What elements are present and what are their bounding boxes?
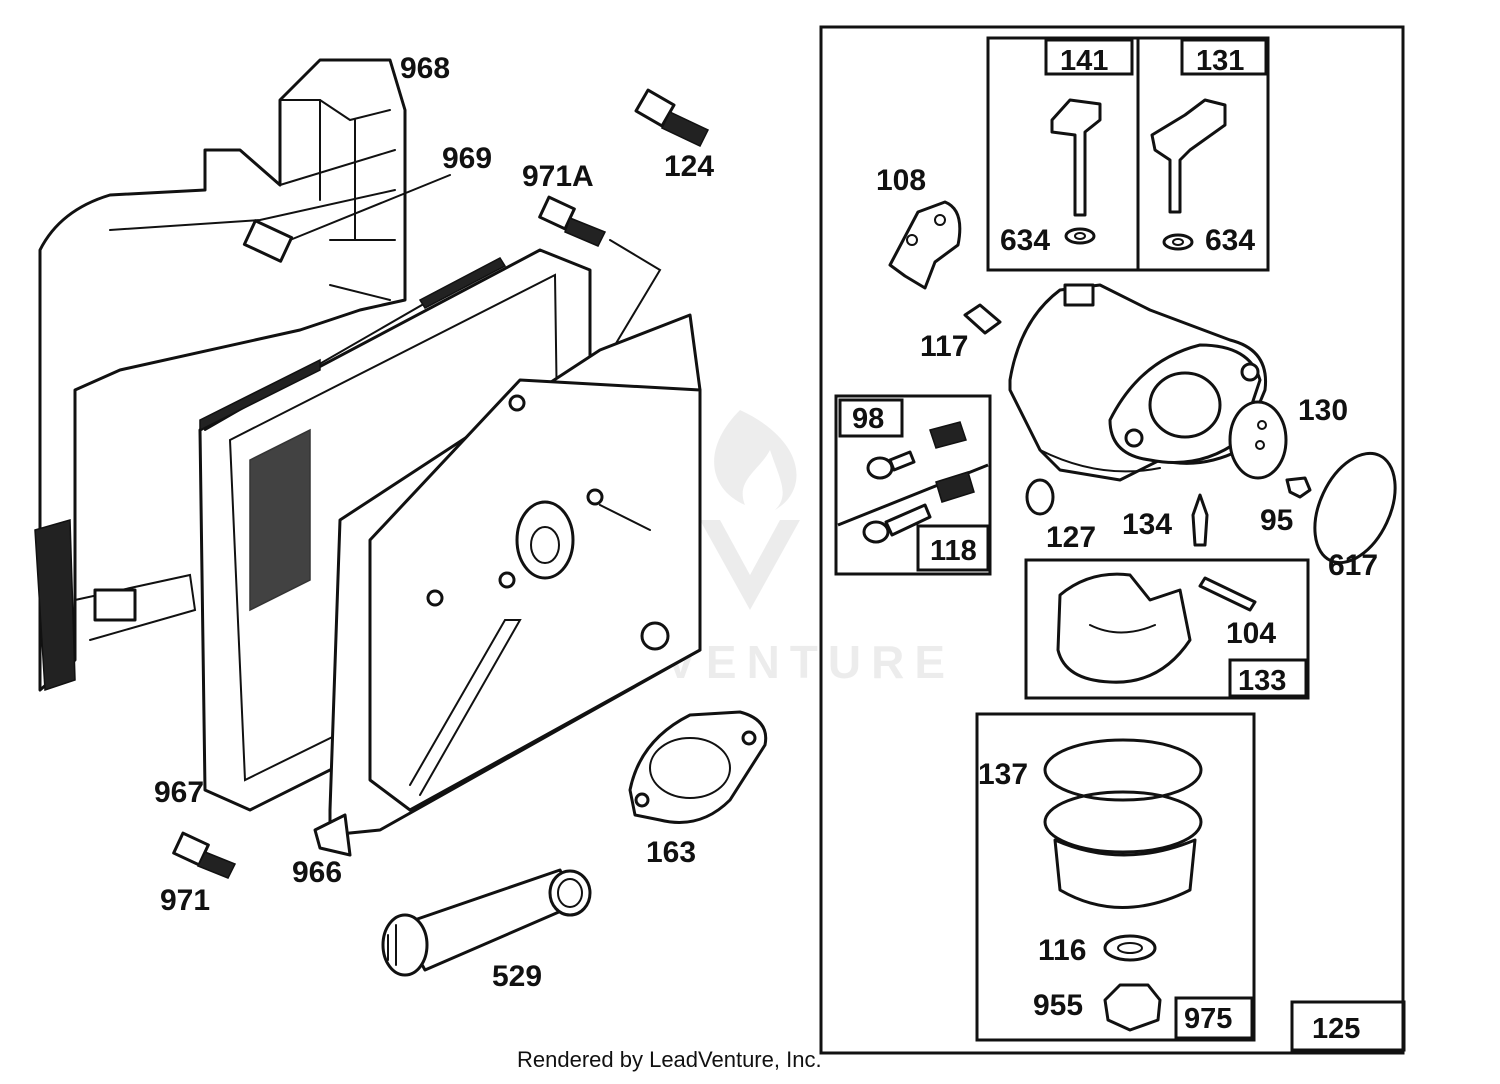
- stud-969: [242, 174, 451, 263]
- air-cleaner-cover-966: [313, 313, 702, 857]
- label-95: 95: [1260, 504, 1293, 537]
- label-108: 108: [876, 164, 926, 197]
- gasket-163: [628, 710, 768, 824]
- label-124: 124: [664, 150, 714, 183]
- throttle-plate-108: [888, 200, 962, 290]
- label-955: 955: [1033, 989, 1083, 1022]
- label-529: 529: [492, 960, 542, 993]
- plate-130: [1228, 400, 1288, 480]
- label-125: 125: [1312, 1013, 1360, 1045]
- label-969: 969: [442, 142, 492, 175]
- screw-124: [634, 88, 710, 147]
- float-bowl-box: [975, 712, 1256, 1042]
- label-134: 134: [1122, 508, 1172, 541]
- label-971a: 971A: [522, 160, 594, 193]
- label-117: 117: [920, 330, 968, 363]
- screw-118: [862, 471, 975, 544]
- label-971: 971: [160, 884, 210, 917]
- screw-98: [866, 421, 967, 480]
- label-163: 163: [646, 836, 696, 869]
- carburetor-panel-frame: [819, 25, 1405, 1055]
- label-975: 975: [1184, 1003, 1232, 1035]
- air-cleaner-base-968: [34, 58, 407, 692]
- screw-971: [172, 831, 237, 879]
- plug-127: [1025, 478, 1055, 516]
- float-assembly-box: [1024, 558, 1310, 700]
- label-141: 141: [1060, 45, 1108, 77]
- footer-credit: Rendered by LeadVenture, Inc.: [517, 1047, 822, 1072]
- fuel-needle-141: [1050, 98, 1102, 245]
- fuel-needle-131: [1150, 98, 1227, 251]
- label-104: 104: [1226, 617, 1276, 650]
- oring-617: [1313, 451, 1397, 565]
- label-98: 98: [852, 403, 884, 435]
- carburetor-label-box: [1290, 1000, 1406, 1052]
- label-966: 966: [292, 856, 342, 889]
- adjust-screw-box: [834, 394, 992, 576]
- label-634-left: 634: [1000, 224, 1050, 257]
- inlet-needle-134: [1191, 493, 1209, 547]
- screw-95: [1285, 476, 1312, 499]
- label-137: 137: [978, 758, 1028, 791]
- float-box: [986, 36, 1270, 272]
- label-131: 131: [1196, 45, 1244, 77]
- carburetor-body: [1008, 283, 1268, 482]
- label-968: 968: [400, 52, 450, 85]
- label-133: 133: [1238, 665, 1286, 697]
- label-127: 127: [1046, 521, 1096, 554]
- watermark-logo: [700, 410, 800, 610]
- label-118: 118: [930, 535, 977, 567]
- pin-117: [963, 303, 1002, 335]
- label-116: 116: [1038, 934, 1086, 967]
- label-967: 967: [154, 776, 204, 809]
- label-634-right: 634: [1205, 224, 1255, 257]
- label-130: 130: [1298, 394, 1348, 427]
- filter-mesh: [249, 428, 311, 612]
- label-617: 617: [1328, 549, 1378, 582]
- breather-tube-529: [381, 868, 592, 977]
- screw-971a: [538, 195, 662, 346]
